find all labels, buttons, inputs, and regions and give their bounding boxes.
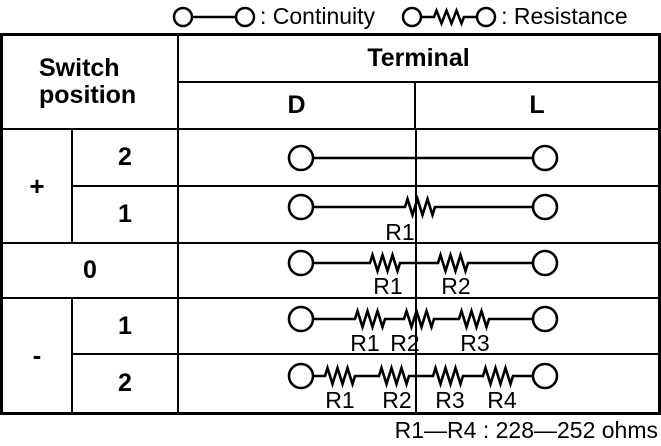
- switch-terminal-table: Switch position Terminal D L + 2 1 0 - 1…: [0, 33, 661, 415]
- terminal-d-node: [287, 249, 315, 277]
- circuit-cell-plus-1: R1: [179, 187, 658, 245]
- circuit-resistance-r1: R1: [287, 193, 559, 245]
- terminal-l-node: [531, 362, 559, 390]
- resistor-label-r2: R2: [441, 273, 470, 299]
- circuit-resistance-r1-r2-r3-r4: R1 R2 R3 R4: [287, 362, 559, 413]
- resistor-label-r1: R1: [385, 219, 414, 245]
- minus-position-2-cell: 2: [73, 355, 179, 412]
- resistor-label-r1: R1: [373, 273, 402, 299]
- switch-position-header-cell: Switch position: [3, 36, 179, 130]
- terminal-l-node: [531, 144, 559, 172]
- circuit-resistance-r1-r2: R1 R2: [287, 249, 559, 299]
- circuit-continuity: [287, 144, 559, 172]
- legend-resistance-label: : Resistance: [501, 3, 628, 29]
- legend: : Continuity : Resistance: [0, 0, 661, 33]
- circuit-cell-minus-2: R1 R2 R3 R4: [179, 355, 658, 413]
- resistor-label-r1: R1: [350, 330, 379, 356]
- circuit-resistance-r1-r2-r3: R1 R2 R3: [287, 305, 559, 356]
- terminal-header-cell: Terminal: [179, 36, 658, 83]
- minus-sign-cell: -: [3, 299, 73, 412]
- continuity-symbol-icon: [172, 6, 256, 27]
- terminal-d-node: [287, 362, 315, 390]
- plus-position-1-cell: 1: [73, 187, 179, 244]
- circuit-cell-minus-1: R1 R2 R3: [179, 299, 658, 356]
- plus-sign-cell: +: [3, 130, 73, 244]
- resistor-label-r2: R2: [382, 387, 411, 413]
- resistor-label-r2: R2: [390, 330, 419, 356]
- terminal-d-node: [287, 305, 315, 333]
- minus-position-1-cell: 1: [73, 299, 179, 355]
- resistor-label-r3: R3: [435, 387, 464, 413]
- terminal-l-node: [531, 249, 559, 277]
- terminal-d-header-cell: D: [179, 83, 416, 130]
- circuit-cell-plus-2: [179, 130, 658, 187]
- plus-position-2-cell: 2: [73, 130, 179, 187]
- terminal-l-node: [531, 305, 559, 333]
- terminal-d-node: [287, 144, 315, 172]
- resistor-label-r1: R1: [325, 387, 354, 413]
- resistance-symbol-icon: [401, 6, 497, 27]
- terminal-l-node: [531, 193, 559, 221]
- resistor-label-r3: R3: [460, 330, 489, 356]
- circuit-cell-zero: R1 R2: [179, 244, 658, 299]
- terminal-l-header-cell: L: [416, 83, 658, 130]
- legend-continuity: : Continuity: [172, 3, 375, 30]
- legend-resistance: : Resistance: [401, 3, 628, 30]
- switch-position-header: Switch position: [39, 54, 137, 109]
- resistor-range-footnote: R1—R4 : 228—252 ohms: [394, 417, 658, 443]
- resistor-label-r4: R4: [487, 387, 517, 413]
- terminal-d-node: [287, 193, 315, 221]
- legend-continuity-label: : Continuity: [260, 3, 376, 29]
- zero-position-cell: 0: [3, 244, 179, 299]
